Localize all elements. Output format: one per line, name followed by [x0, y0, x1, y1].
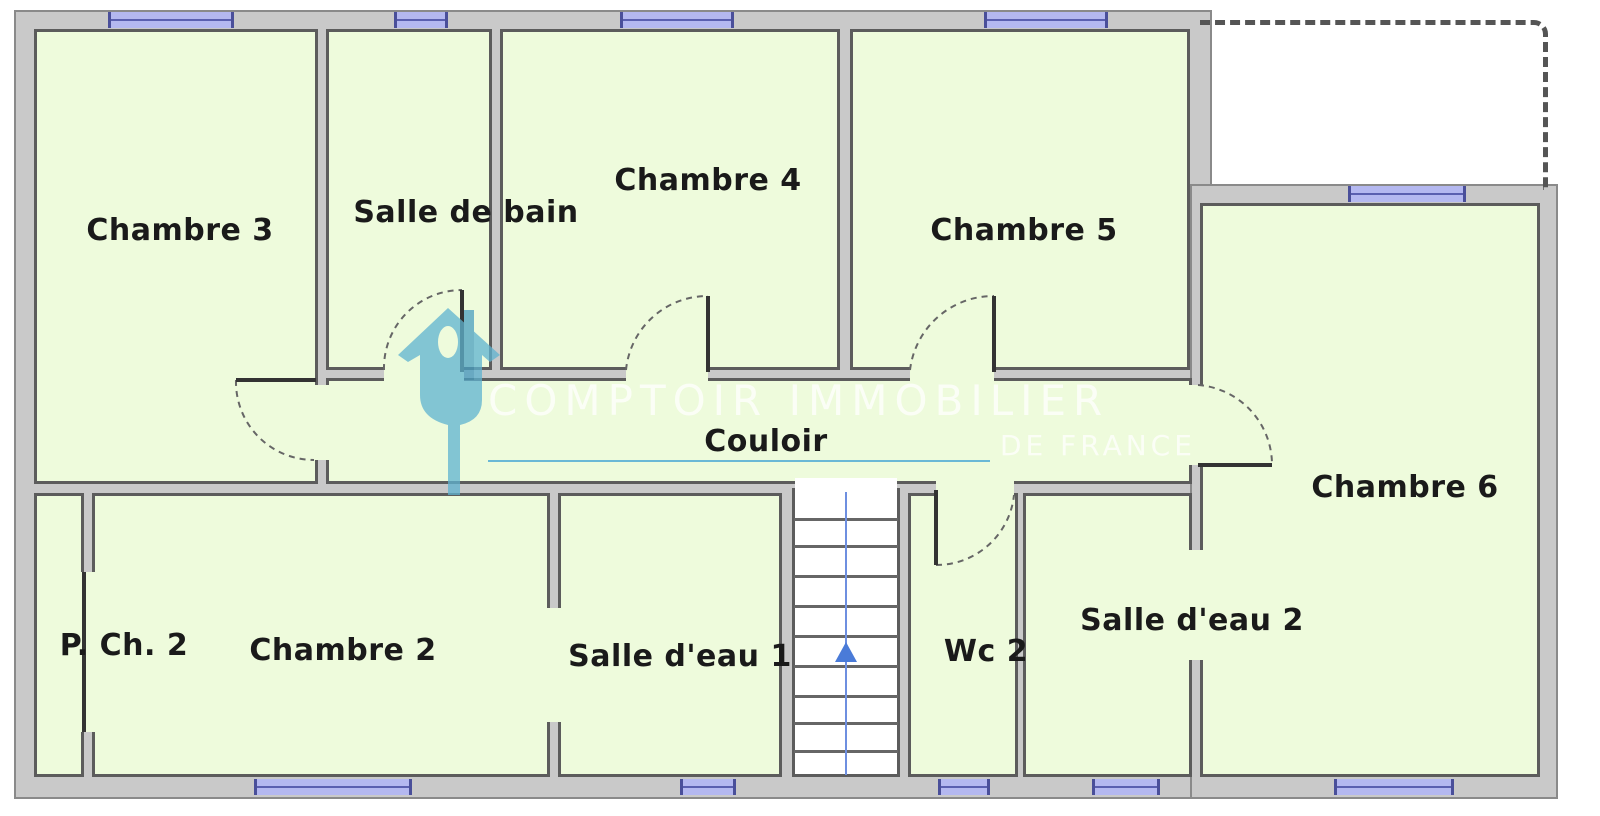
door-chambre2-salle [544, 608, 564, 722]
label-wc-2: Wc 2 [943, 634, 1029, 669]
door-chambre4 [626, 364, 708, 384]
room-wc-2 [908, 493, 1018, 777]
watermark-subtitle: DE FRANCE [1000, 429, 1196, 462]
room-salle-deau-1 [558, 493, 782, 777]
label-chambre-5: Chambre 5 [930, 213, 1118, 248]
door-chambre5 [910, 364, 994, 384]
window [254, 779, 412, 795]
stair-arrow-icon [835, 642, 857, 662]
window [394, 12, 448, 28]
door-salle-deau2 [1186, 550, 1206, 660]
key-house-logo-icon [398, 308, 500, 495]
room-chambre-3 [34, 29, 318, 484]
label-placard-ch2: P. Ch. 2 [59, 628, 189, 663]
door-wc [936, 478, 1014, 498]
room-chambre-2 [92, 493, 550, 777]
window [620, 12, 734, 28]
stair-opening [795, 478, 897, 492]
label-chambre-6: Chambre 6 [1311, 470, 1499, 505]
window [938, 779, 990, 795]
window [680, 779, 736, 795]
label-salle-de-bain: Salle de bain [353, 195, 579, 230]
watermark-title: COMPTOIR IMMOBILIER [488, 376, 1110, 425]
window [984, 12, 1108, 28]
window [108, 12, 234, 28]
label-salle-deau-1: Salle d'eau 1 [568, 639, 792, 674]
stair-direction-line [845, 492, 847, 775]
label-couloir: Couloir [704, 424, 828, 459]
door-chambre6 [1186, 385, 1206, 465]
room-salle-deau-2 [1023, 493, 1192, 777]
label-chambre-4: Chambre 4 [614, 163, 802, 198]
window [1334, 779, 1454, 795]
window [1348, 186, 1466, 202]
terrace-outline [1200, 20, 1548, 190]
label-chambre-3: Chambre 3 [86, 213, 274, 248]
label-salle-deau-2: Salle d'eau 2 [1080, 603, 1304, 638]
window [1092, 779, 1160, 795]
label-chambre-2: Chambre 2 [249, 633, 437, 668]
watermark-rule [488, 460, 990, 462]
room-chambre-6 [1200, 203, 1540, 777]
door-chambre3 [312, 385, 332, 460]
room-chambre-5 [850, 29, 1190, 370]
